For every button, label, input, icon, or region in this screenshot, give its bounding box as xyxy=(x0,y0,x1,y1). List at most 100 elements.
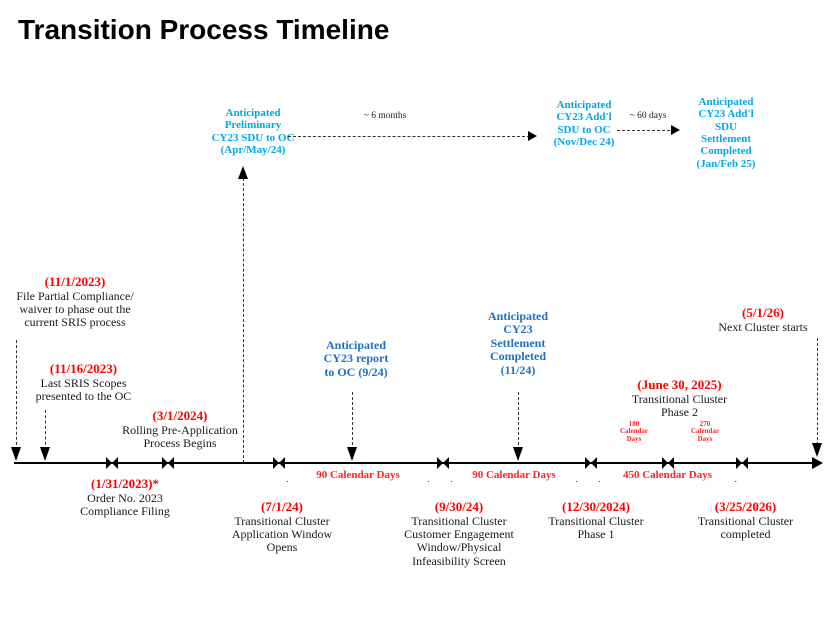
callout-line: CY23 SDU to OC xyxy=(211,131,295,144)
label-order-no-2023-compliance-filing: (1/31/2023)* Order No. 2023 Compliance F… xyxy=(36,476,214,518)
label-transitional-cluster-phase-2: (June 30, 2025) Transitional Cluster Pha… xyxy=(598,377,761,419)
axis-tick-phase-1 xyxy=(585,457,597,469)
connector-last-sris-scopes xyxy=(45,410,46,450)
label-date: (12/30/2024) xyxy=(562,499,630,514)
page-title: Transition Process Timeline xyxy=(18,14,390,45)
label-transitional-cluster-customer-engagement: (9/30/24) Transitional Cluster Customer … xyxy=(375,499,543,568)
callout-line: Anticipated xyxy=(225,107,281,119)
span-450-days: 450 Calendar Days xyxy=(591,469,744,485)
label-desc-line: Anticipated xyxy=(326,338,386,352)
span-label-line: Calendar xyxy=(691,427,719,436)
timeline-axis-arrowhead xyxy=(812,457,823,469)
connector-cy23-report xyxy=(352,392,353,450)
span-label-line: Days xyxy=(697,434,713,443)
callout-line: Anticipated xyxy=(698,96,754,108)
label-desc-line: Transitional Cluster xyxy=(411,513,507,528)
label-desc-line: waiver to phase out the xyxy=(19,301,131,316)
callout-anticipated-preliminary-cy23-sdu: Anticipated Preliminary CY23 SDU to OC (… xyxy=(198,107,308,156)
callout-line: CY23 Add'l xyxy=(556,111,612,124)
span-label: 270 Calendar Days xyxy=(666,420,744,444)
sixty-days-label: ~ 60 days xyxy=(629,111,667,121)
sixty-days-arrowhead xyxy=(671,125,680,135)
label-desc-line: Phase 1 xyxy=(577,526,615,541)
label-date: (11/1/2023) xyxy=(44,274,106,289)
label-date: (3/25/2026) xyxy=(714,499,777,514)
label-desc-line: Rolling Pre-Application xyxy=(122,422,238,437)
label-transitional-cluster-phase-1: (12/30/2024) Transitional Cluster Phase … xyxy=(521,499,671,541)
axis-tick-phase-2 xyxy=(662,457,674,469)
label-rolling-pre-application: (3/1/2024) Rolling Pre-Application Proce… xyxy=(95,408,265,450)
label-desc-line: Window/Physical xyxy=(416,540,502,555)
label-desc-line: Completed xyxy=(490,349,546,364)
label-date: (11/16/2023) xyxy=(49,361,118,376)
tickarrow-cy23-settlement xyxy=(513,447,523,461)
label-date: (5/1/26) xyxy=(742,305,784,320)
label-desc-line: Anticipated xyxy=(488,309,548,323)
label-last-sris-scopes: (11/16/2023) Last SRIS Scopes presented … xyxy=(6,361,161,403)
six-months-dashed-line xyxy=(288,136,530,137)
connector-preliminary-arrowhead xyxy=(238,166,248,179)
callout-line: Settlement xyxy=(700,132,752,145)
span-label-line: 180 xyxy=(628,420,640,428)
callout-line: SDU to OC xyxy=(557,123,611,136)
callout-line: Anticipated xyxy=(556,99,612,111)
label-desc-line: current SRIS process xyxy=(24,315,126,330)
span-label: 450 Calendar Days xyxy=(591,469,744,481)
label-next-cluster-starts: (5/1/26) Next Cluster starts xyxy=(700,305,826,334)
span-270-calendar-days: 270 Calendar Days xyxy=(666,420,744,444)
label-desc-line: Opens xyxy=(266,540,298,555)
span-label-line: Days xyxy=(626,434,642,443)
label-date: (1/31/2023)* xyxy=(91,476,159,491)
timeline-axis xyxy=(14,462,814,464)
callout-line: CY23 Add'l xyxy=(698,108,754,121)
label-date: (June 30, 2025) xyxy=(637,377,722,392)
label-desc-line: Transitional Cluster xyxy=(697,513,794,528)
label-desc-line: CY23 xyxy=(503,322,533,337)
axis-tick-application-window xyxy=(273,457,285,469)
label-date: (7/1/24) xyxy=(261,499,303,514)
label-file-partial-compliance: (11/1/2023) File Partial Compliance/ wai… xyxy=(0,274,150,330)
connector-file-partial-compliance xyxy=(16,340,17,450)
callout-anticipated-cy23-addl-sdu-settlement: Anticipated CY23 Add'l SDU Settlement Co… xyxy=(676,96,776,170)
label-desc-line: presented to the OC xyxy=(35,388,132,403)
span-label-line: 270 xyxy=(699,420,711,428)
tickarrow-file-partial-compliance xyxy=(11,447,21,461)
span-180-calendar-days: 180 Calendar Days xyxy=(598,420,670,444)
label-desc-line: Infeasibility Screen xyxy=(412,553,506,568)
callout-line: SDU xyxy=(714,120,737,133)
six-months-arrowhead xyxy=(528,131,537,141)
callout-line: (Jan/Feb 25) xyxy=(696,157,756,170)
axis-tick-rolling-pre-application xyxy=(106,457,118,469)
callout-line: Preliminary xyxy=(224,119,282,132)
span-label: 90 Calendar Days xyxy=(279,469,437,481)
callout-anticipated-cy23-addl-sdu-to-oc: Anticipated CY23 Add'l SDU to OC (Nov/De… xyxy=(531,99,637,148)
label-transitional-cluster-completed: (3/25/2026) Transitional Cluster complet… xyxy=(668,499,823,541)
label-anticipated-cy23-report-to-oc: Anticipated CY23 report to OC (9/24) xyxy=(300,338,412,379)
tickarrow-last-sris-scopes xyxy=(40,447,50,461)
callout-line: (Apr/May/24) xyxy=(220,143,286,156)
label-date: (9/30/24) xyxy=(434,499,484,514)
span-label: 180 Calendar Days xyxy=(598,420,670,444)
axis-tick-cluster-completed xyxy=(736,457,748,469)
label-desc-line: Application Window xyxy=(231,526,333,541)
label-desc-line: Transitional Cluster xyxy=(631,391,728,406)
axis-tick-customer-engagement xyxy=(437,457,449,469)
axis-tick-2 xyxy=(162,457,174,469)
span-90-days-second: 90 Calendar Days xyxy=(443,469,585,485)
span-label: 90 Calendar Days xyxy=(443,469,585,481)
label-desc-line: Next Cluster starts xyxy=(718,319,808,334)
six-months-label: ~ 6 months xyxy=(363,111,407,121)
span-label-line: Calendar xyxy=(620,427,648,436)
label-desc-line: Transitional Cluster xyxy=(234,513,330,528)
label-desc-line: Settlement xyxy=(490,335,546,350)
connector-cy23-settlement xyxy=(518,392,519,450)
callout-line: (Nov/Dec 24) xyxy=(553,135,615,148)
label-desc-line: Process Begins xyxy=(143,435,217,450)
callout-line: Completed xyxy=(700,145,752,158)
span-90-days-first: 90 Calendar Days xyxy=(279,469,437,485)
connector-next-cluster xyxy=(817,338,818,450)
label-desc-line: Customer Engagement xyxy=(404,526,514,541)
connector-preliminary-cy23 xyxy=(243,178,244,463)
label-desc-line: Last SRIS Scopes xyxy=(40,375,127,390)
